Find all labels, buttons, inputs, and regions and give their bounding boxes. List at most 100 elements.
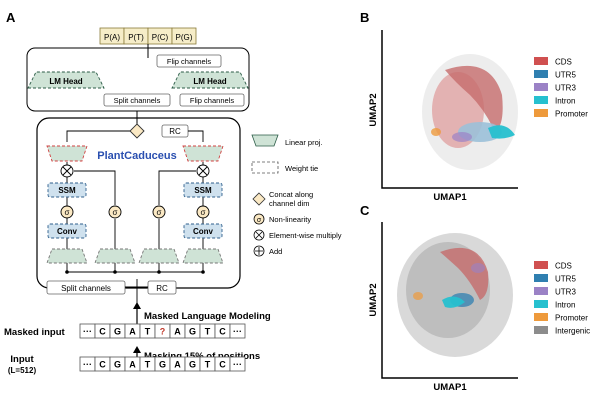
legend-swatch-promoter	[534, 109, 548, 117]
umap-c-utr3-cluster	[471, 263, 485, 273]
sigma-right-gate: σ	[157, 208, 162, 217]
legend-label-intron: Intron	[555, 301, 575, 310]
masked-input-token: T	[145, 327, 151, 337]
flip-channels-bottom-label: Flip channels	[190, 96, 234, 105]
ssm-left	[47, 182, 87, 198]
masked-input-label: Masked input	[4, 327, 66, 338]
prob-label-g: P(G)	[176, 33, 193, 42]
legend-swatch-intron	[534, 96, 548, 104]
linear-proj-bottom-left-a	[46, 248, 88, 264]
lm-head-right-label: LM Head	[193, 77, 226, 86]
legend-label-utr5: UTR5	[555, 71, 576, 80]
input-token: T	[205, 360, 211, 370]
umap-plot-c	[381, 222, 518, 379]
masked-input-token: T	[205, 327, 211, 337]
legend-linear-proj-icon	[251, 134, 279, 147]
masked-input-token-box	[229, 323, 246, 339]
legend-label-promoter: Promoter	[555, 314, 588, 323]
flip-channels-bottom-box	[179, 93, 245, 107]
lm-head-right	[171, 71, 249, 89]
umap-c-cds-arc	[440, 247, 489, 300]
sigma-left-gate: σ	[113, 208, 118, 217]
legend-linear-proj: Linear proj.	[285, 138, 323, 147]
legend-swatch-utr3	[534, 287, 548, 295]
panel-label-c: C	[360, 203, 370, 218]
panel-label-b: B	[360, 10, 369, 25]
legend-label-utr3: UTR3	[555, 84, 576, 93]
umap-c-promoter-cluster	[413, 292, 423, 300]
input-token: G	[159, 360, 166, 370]
input-token: G	[114, 360, 121, 370]
mlm-arrowhead	[133, 302, 141, 309]
umap-plot-b	[381, 30, 518, 189]
umap-c-ylabel: UMAP2	[368, 283, 379, 316]
legend-swatch-intergenic	[534, 326, 548, 334]
legend-sigma-icon	[253, 213, 265, 225]
legend-swatch-utr5	[534, 274, 548, 282]
masked-input-token: ···	[233, 327, 242, 337]
input-length-label: (L=512)	[8, 366, 37, 375]
umap-b-intron-cluster	[488, 125, 515, 139]
legend-add: Add	[269, 247, 282, 256]
multiply-mark-left	[62, 166, 72, 176]
legend-label-cds: CDS	[555, 262, 572, 271]
legend-multiply: Element-wise multiply	[269, 231, 342, 240]
legend-label-promoter: Promoter	[555, 110, 588, 119]
masked-input-token: A	[174, 327, 181, 337]
legend-concat-line1: Concat along	[269, 190, 313, 199]
lm-head-left-label: LM Head	[49, 77, 82, 86]
prob-label-t: P(T)	[128, 33, 144, 42]
legend-label-utr5: UTR5	[555, 275, 576, 284]
sigma-icon-left	[60, 205, 74, 219]
split-channels-head-label: Split channels	[114, 96, 161, 105]
conv-left	[47, 223, 87, 239]
lm-head-left	[27, 71, 105, 89]
split-channels-model-box	[46, 280, 126, 295]
legend-concat-icon	[252, 192, 266, 206]
linear-proj-bottom-right-a	[138, 248, 180, 264]
rc-bottom-box	[147, 280, 177, 295]
plantcaduceus-block	[36, 117, 241, 289]
model-title: PlantCaduceus	[97, 150, 176, 162]
architecture-legend: Linear proj. Weight tie Concat along cha…	[251, 134, 342, 257]
ssm-right	[183, 182, 223, 198]
prob-label-a: P(A)	[104, 33, 120, 42]
legend-sigma-glyph: σ	[257, 217, 262, 224]
input-token: C	[99, 360, 106, 370]
conv-right	[183, 223, 223, 239]
umap-b-utr3-cluster	[452, 132, 472, 142]
masked-input-token: G	[189, 327, 196, 337]
legend-label-cds: CDS	[555, 58, 572, 67]
legend-label-intergenic: Intergenic	[555, 327, 590, 336]
mlm-label: Masked Language Modeling	[144, 311, 271, 322]
linear-proj-top-right	[182, 145, 224, 162]
legend-weight-tie: Weight tie	[285, 164, 318, 173]
masking-arrowhead	[133, 346, 141, 353]
flip-channels-top-box	[156, 54, 222, 68]
input-token: C	[219, 360, 226, 370]
legend-weight-tie-icon	[251, 161, 279, 174]
concat-diamond-top	[129, 123, 145, 139]
legend-swatch-cds	[534, 57, 548, 65]
legend-nonlinearity: Non-linearity	[269, 215, 311, 224]
split-channels-head-box	[103, 93, 171, 107]
input-token: ···	[83, 360, 92, 370]
conv-left-label: Conv	[57, 227, 78, 236]
umap-b-xlabel: UMAP1	[433, 192, 467, 203]
legend-add-mark	[255, 247, 263, 255]
input-token: A	[129, 360, 136, 370]
umap-b-axes	[381, 30, 518, 189]
masking-label: Masking 15% of positions	[144, 351, 260, 362]
sigma-icon-right-gate	[152, 205, 166, 219]
umap-c-intron-cluster	[442, 296, 465, 308]
input-label: Input	[10, 354, 34, 365]
legend-swatch-promoter	[534, 313, 548, 321]
input-token: T	[145, 360, 151, 370]
masked-input-token: C	[99, 327, 106, 337]
sigma-icon-right	[196, 205, 210, 219]
multiply-mark-right	[198, 166, 208, 176]
legend-swatch-utr5	[534, 70, 548, 78]
prob-box-g	[171, 27, 197, 45]
